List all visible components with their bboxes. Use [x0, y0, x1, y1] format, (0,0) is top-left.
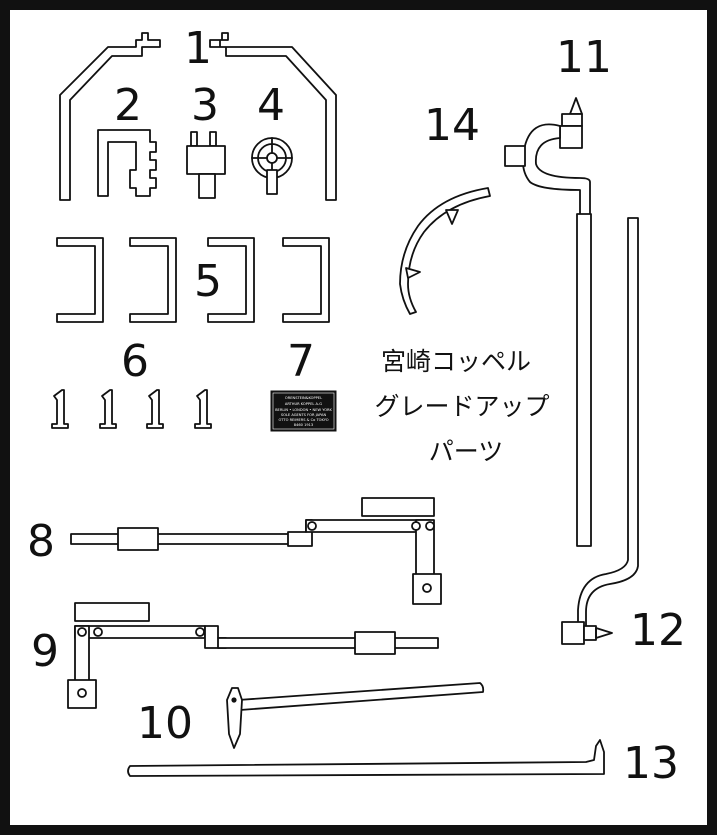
part-5-brackets — [56, 237, 330, 323]
caption: 宮崎コッペル グレードアップ パーツ — [374, 347, 549, 466]
part-number-12: 12 — [630, 605, 686, 656]
part-9-linkage — [67, 602, 439, 709]
part-number-13: 13 — [623, 738, 679, 789]
part-10-rod — [226, 682, 485, 749]
part-number-11: 11 — [556, 32, 612, 83]
part-number-6: 6 — [121, 336, 149, 387]
part-number-2: 2 — [114, 80, 142, 131]
part-11-12-pipe — [504, 97, 639, 645]
part-3-fitting — [186, 131, 226, 199]
part-number-labels: 1 2 3 4 5 6 7 8 9 10 11 12 13 14 — [27, 23, 686, 789]
plate-line-6: 8460 1913 — [294, 423, 313, 427]
part-number-1: 1 — [184, 23, 212, 74]
part-number-9: 9 — [31, 626, 59, 677]
plate-line-1: ORENSTEIN&KOPPEL — [285, 396, 322, 400]
part-number-8: 8 — [27, 516, 55, 567]
plate-line-4: SOLE AGENTS FOR JAPAN — [281, 413, 327, 417]
part-number-3: 3 — [191, 80, 219, 131]
caption-line-1: 宮崎コッペル — [381, 347, 531, 376]
part-number-7: 7 — [287, 336, 315, 387]
part-14-handrail — [399, 187, 491, 315]
part-13-rod — [127, 739, 605, 777]
part-7-builders-plate: ORENSTEIN&KOPPEL ARTHUR KOPPEL A-G BERLI… — [270, 390, 337, 432]
part-number-5: 5 — [194, 256, 222, 307]
part-number-4: 4 — [257, 80, 285, 131]
part-2-bracket — [97, 129, 157, 197]
part-8-linkage — [70, 497, 442, 605]
part-1-frame — [59, 32, 337, 201]
caption-line-2: グレードアップ — [374, 392, 549, 421]
part-number-10: 10 — [137, 698, 193, 749]
plate-line-3: BERLIN • LONDON • NEW YORK — [275, 408, 332, 412]
part-number-14: 14 — [424, 100, 480, 151]
plate-line-2: ARTHUR KOPPEL A-G — [285, 402, 322, 406]
part-6-pins — [51, 389, 212, 429]
caption-line-3: パーツ — [429, 437, 504, 466]
plate-line-5: OTTO REIMERS & Co TOKYO — [278, 418, 328, 422]
part-4-wheel — [251, 137, 293, 195]
